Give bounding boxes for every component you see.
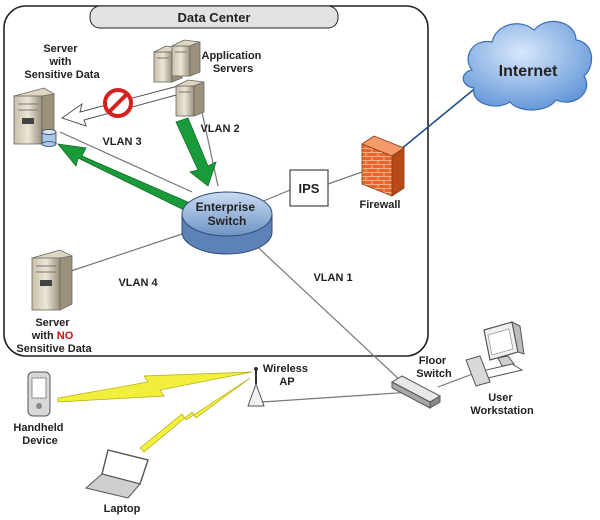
connections [59, 111, 479, 403]
workstation-icon [465, 321, 525, 387]
sensitive-server-label: Server with Sensitive Data [24, 43, 100, 81]
vlan1-label: VLAN 1 [313, 272, 352, 284]
vlan2-label: VLAN 2 [200, 123, 239, 135]
laptop-label: Laptop [104, 503, 141, 515]
database-icon [41, 129, 57, 147]
enterprise-switch-label: Enterprise Switch [196, 200, 259, 228]
laptop-icon [84, 449, 149, 499]
nonsensitive-server-label: Server with NO Sensitive Data [16, 317, 92, 355]
internet-label: Internet [499, 63, 558, 80]
internet-link [399, 85, 479, 151]
nonsensitive-server-icon [30, 249, 74, 311]
workstation-label: User Workstation [470, 392, 534, 417]
vlan4-label: VLAN 4 [118, 277, 158, 289]
enterprise-switch-icon [181, 191, 273, 255]
floor-switch-label: Floor Switch [416, 355, 452, 380]
data-center-title: Data Center [178, 10, 251, 25]
ips-label: IPS [299, 181, 320, 196]
handheld-device-icon [27, 371, 51, 417]
floor-switch-icon [390, 375, 442, 409]
wireless-ap-label: Wireless AP [263, 363, 311, 388]
data-center-title-bg [89, 5, 339, 29]
vlan3-label: VLAN 3 [102, 136, 141, 148]
wireless-ap-icon [247, 367, 265, 407]
application-servers-label: Application Servers [202, 50, 265, 75]
application-servers-icon [153, 39, 205, 117]
wireless-links [57, 371, 253, 453]
internet-cloud-icon [462, 20, 593, 111]
no-entry-icon [103, 88, 133, 118]
ips-box [289, 169, 329, 207]
firewall-label: Firewall [360, 199, 401, 211]
firewall-icon [361, 135, 405, 197]
green-arrows [57, 117, 217, 212]
handheld-label: Handheld Device [13, 422, 66, 447]
no-highlight: NO [57, 330, 74, 342]
